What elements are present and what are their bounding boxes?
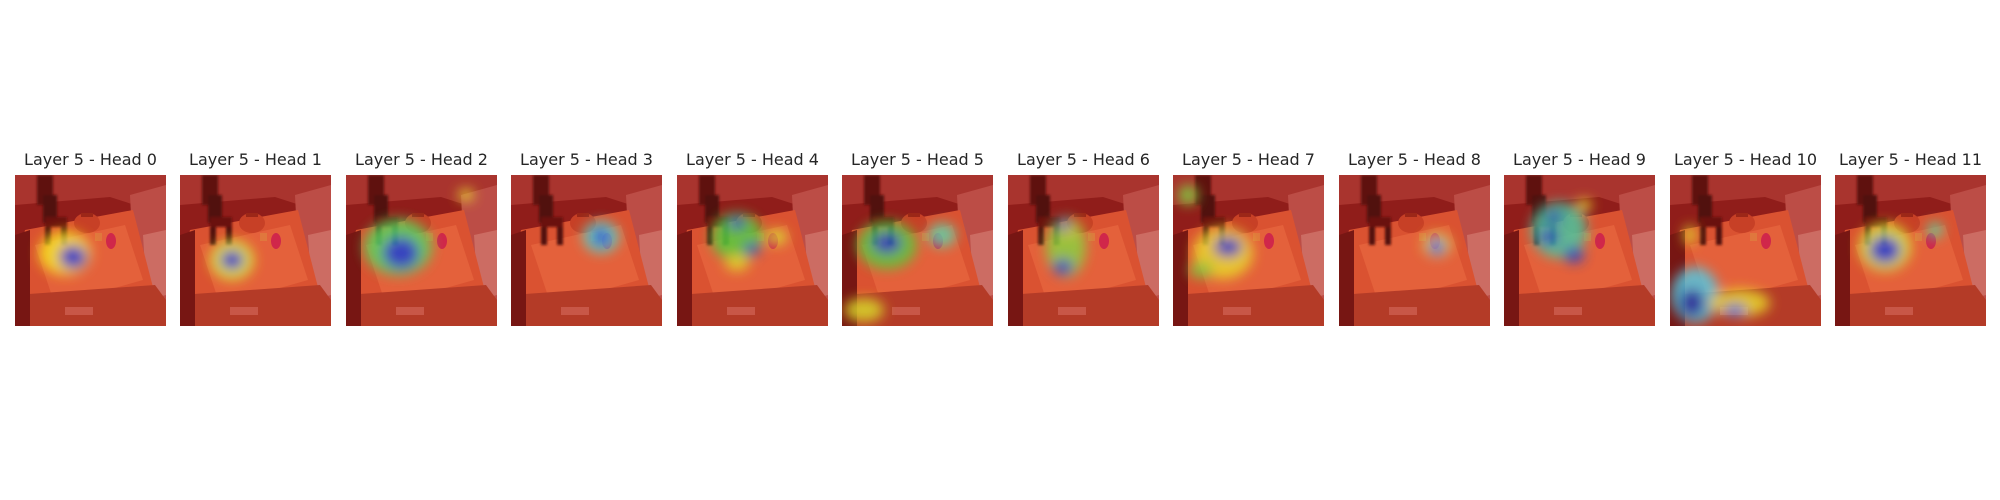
heatmap-image <box>15 175 166 326</box>
heatmap-panel: Layer 5 - Head 5 <box>842 150 993 326</box>
attention-heatmap-overlay <box>1423 233 1451 257</box>
robot-scene-photo <box>511 175 662 326</box>
heatmap-image <box>180 175 331 326</box>
heatmap-panel: Layer 5 - Head 9 <box>1504 150 1655 326</box>
heatmap-image <box>1670 175 1821 326</box>
attention-heatmap-overlay <box>1178 185 1253 279</box>
heatmap-panel: Layer 5 - Head 11 <box>1835 150 1986 326</box>
panel-title: Layer 5 - Head 11 <box>1838 150 1983 169</box>
heatmap-panel: Layer 5 - Head 7 <box>1173 150 1324 326</box>
heatmap-panel: Layer 5 - Head 0 <box>15 150 166 326</box>
heatmap-image <box>677 175 828 326</box>
heatmap-image <box>1504 175 1655 326</box>
panel-title: Layer 5 - Head 7 <box>1182 150 1315 169</box>
heatmap-image <box>1835 175 1986 326</box>
attention-heatmap-overlay <box>210 240 254 280</box>
attention-heatmap-overlay <box>583 221 619 253</box>
heatmap-image <box>346 175 497 326</box>
heatmap-panel: Layer 5 - Head 4 <box>677 150 828 326</box>
attention-heatmap-overlay <box>1046 217 1086 277</box>
attention-heatmap-overlay <box>1531 199 1592 263</box>
heatmap-image <box>1339 175 1490 326</box>
attention-heatmap-overlay <box>1671 225 1770 323</box>
panel-title: Layer 5 - Head 6 <box>1017 150 1150 169</box>
robot-scene-photo <box>1339 175 1490 326</box>
panel-title: Layer 5 - Head 2 <box>355 150 488 169</box>
heatmap-panel: Layer 5 - Head 2 <box>346 150 497 326</box>
panel-title: Layer 5 - Head 4 <box>686 150 819 169</box>
heatmap-image <box>842 175 993 326</box>
heatmap-panel: Layer 5 - Head 1 <box>180 150 331 326</box>
attention-heatmap-overlay <box>844 221 956 322</box>
attention-heatmap-overlay <box>39 231 91 275</box>
panel-title: Layer 5 - Head 9 <box>1513 150 1646 169</box>
panel-title: Layer 5 - Head 1 <box>189 150 322 169</box>
heatmap-image <box>1173 175 1324 326</box>
panel-title: Layer 5 - Head 0 <box>24 150 157 169</box>
panel-title: Layer 5 - Head 10 <box>1673 150 1818 169</box>
attention-heatmap-overlay <box>1859 222 1943 271</box>
heatmap-image <box>1008 175 1159 326</box>
panel-title: Layer 5 - Head 8 <box>1348 150 1481 169</box>
heatmap-panel: Layer 5 - Head 6 <box>1008 150 1159 326</box>
attention-heatmap-overlay <box>364 189 474 275</box>
heatmap-image <box>511 175 662 326</box>
heatmap-panel: Layer 5 - Head 8 <box>1339 150 1490 326</box>
panel-title: Layer 5 - Head 5 <box>851 150 984 169</box>
heatmap-panel: Layer 5 - Head 3 <box>511 150 662 326</box>
panel-title: Layer 5 - Head 3 <box>520 150 653 169</box>
attention-heatmap-overlay <box>711 213 787 271</box>
heatmap-panel: Layer 5 - Head 10 <box>1670 150 1821 326</box>
robot-scene-photo <box>180 175 331 326</box>
